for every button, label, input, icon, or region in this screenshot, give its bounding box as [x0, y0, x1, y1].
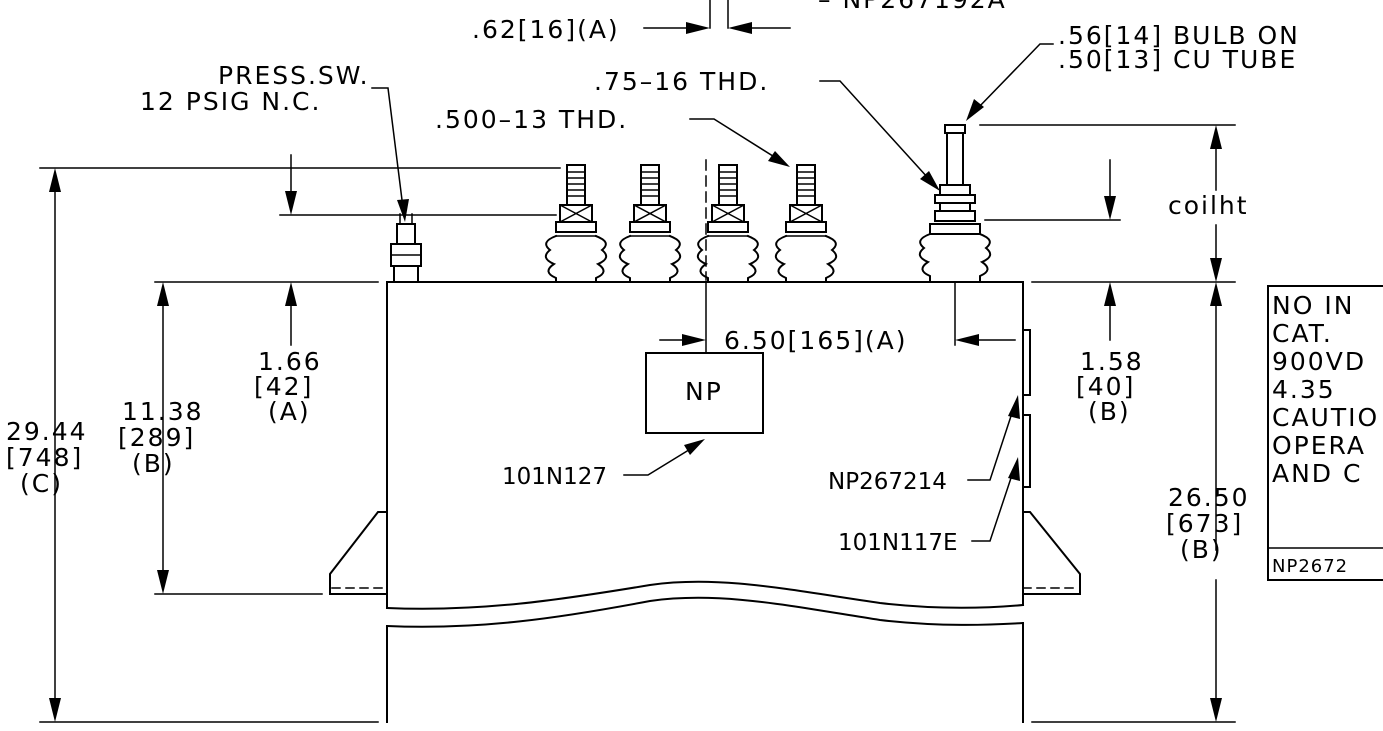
dim-line-1-66 — [285, 154, 297, 346]
label-press-sw-1: PRESS.SW. — [218, 61, 370, 90]
side-nameplate-lower — [1022, 414, 1031, 488]
pressure-switch — [390, 213, 422, 283]
label-dim-6-50: 6.50[165](A) — [724, 326, 908, 355]
nameplate-box — [645, 352, 764, 434]
dim-line-26-50 — [1210, 282, 1222, 722]
label-top-np: – NP267192A — [818, 0, 1007, 14]
dim-line-11-38 — [157, 282, 169, 594]
label-1-66-a: 1.66 — [258, 347, 322, 376]
label-press-sw-2: 12 PSIG N.C. — [140, 87, 321, 116]
label-bulb-1: .56[14] BULB ON — [1058, 21, 1300, 50]
notes-line-1: NO IN — [1272, 291, 1354, 320]
dim-line-062 — [643, 22, 791, 34]
bushing-4 — [774, 164, 838, 283]
bushing-2 — [618, 164, 682, 283]
label-1-66-c: (A) — [268, 397, 311, 426]
mounting-foot-right — [1022, 511, 1081, 595]
label-top-dim: .62[16](A) — [472, 15, 620, 44]
dim-line-coilht — [1210, 125, 1222, 282]
label-29-44-b: [748] — [6, 443, 83, 472]
label-101n117e: 101N117E — [838, 530, 958, 556]
label-26-50-a: 26.50 — [1168, 483, 1250, 512]
notes-line-3: 900VD — [1272, 347, 1366, 376]
bushing-1 — [544, 164, 608, 283]
bushing-3 — [696, 164, 760, 283]
capacitor-body — [385, 281, 1025, 723]
label-thd-075: .75–16 THD. — [594, 67, 769, 96]
label-101n127: 101N127 — [502, 464, 607, 490]
dim-line-29-44 — [49, 168, 61, 722]
notes-line-5: CAUTIO — [1272, 403, 1379, 432]
nameplate-label: NP — [685, 377, 723, 406]
extension-lines — [39, 0, 1236, 723]
coil-tube-bushing — [918, 124, 992, 283]
label-1-66-b: [42] — [254, 372, 313, 401]
dim-line-6-50 — [659, 334, 1016, 346]
label-coilht: coilht — [1168, 191, 1249, 220]
label-11-38-a: 11.38 — [122, 397, 204, 426]
label-11-38-c: (B) — [132, 449, 175, 478]
label-bulb-2: .50[13] CU TUBE — [1058, 45, 1297, 74]
notes-line-6: OPERA — [1272, 431, 1366, 460]
notes-footer: NP2672 — [1272, 556, 1348, 577]
dim-line-1-58 — [1104, 159, 1116, 341]
label-1-58-c: (B) — [1088, 397, 1131, 426]
label-11-38-b: [289] — [118, 423, 195, 452]
label-29-44-c: (C) — [20, 469, 63, 498]
notes-box — [1267, 285, 1383, 581]
notes-line-7: AND C — [1272, 459, 1362, 488]
label-np267214: NP267214 — [828, 469, 947, 495]
label-29-44-a: 29.44 — [6, 417, 88, 446]
label-1-58-b: [40] — [1076, 372, 1135, 401]
notes-line-2: CAT. — [1272, 319, 1333, 348]
mounting-foot-left — [329, 511, 388, 595]
label-thd-050: .500–13 THD. — [435, 105, 628, 134]
leader-lines — [371, 43, 1054, 542]
label-26-50-b: [673] — [1166, 509, 1243, 538]
notes-line-4: 4.35 — [1272, 375, 1336, 404]
label-1-58-a: 1.58 — [1080, 347, 1144, 376]
label-26-50-c: (B) — [1180, 535, 1223, 564]
side-nameplate-upper — [1022, 329, 1031, 396]
